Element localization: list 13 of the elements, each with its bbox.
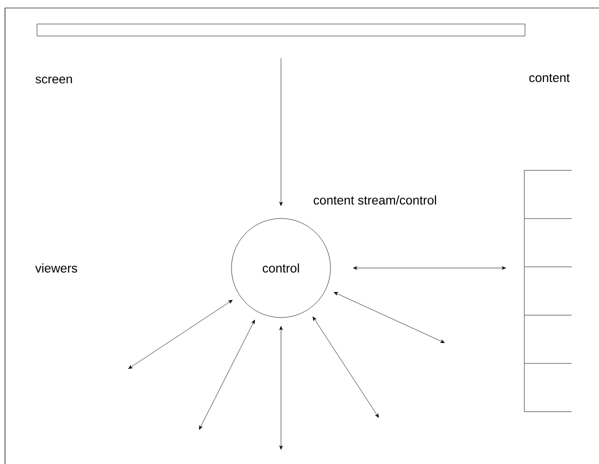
- arrow: [353, 266, 506, 270]
- text-label: content stream/control: [314, 195, 436, 205]
- arrow: [279, 326, 283, 450]
- screen-bar: [36, 24, 526, 36]
- arrow: [199, 320, 255, 430]
- arrow: [334, 292, 445, 343]
- arrow: [312, 316, 379, 418]
- text-label: content: [529, 74, 570, 82]
- content-list-drawing: [524, 170, 572, 412]
- text-label: screen: [36, 76, 72, 84]
- text-label: viewers: [35, 263, 78, 273]
- arrow: [279, 58, 283, 206]
- arrow: [128, 300, 233, 369]
